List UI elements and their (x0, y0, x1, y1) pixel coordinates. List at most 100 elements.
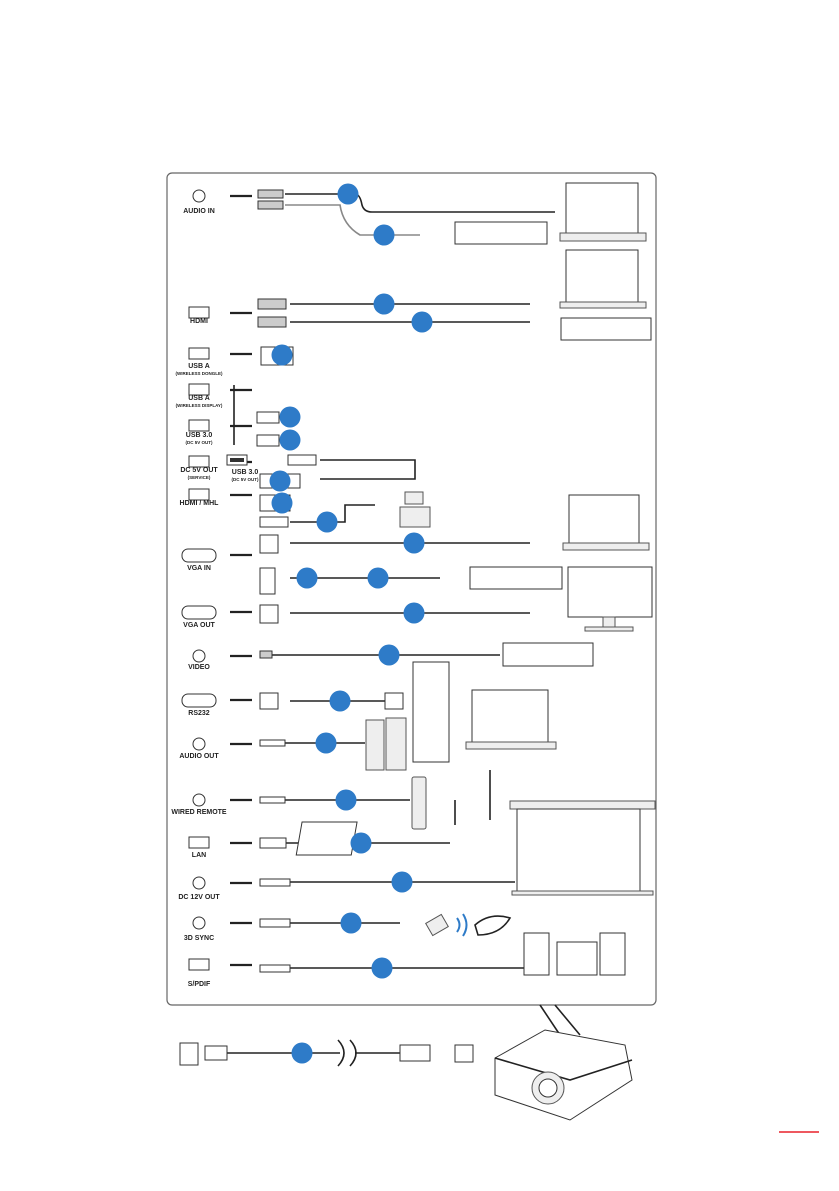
port-label: AUDIO IN (183, 208, 215, 215)
port-audio-in: AUDIO IN (183, 189, 252, 215)
port-label: LAN (192, 852, 206, 859)
cable-marker (269, 470, 291, 492)
mini-din-port-icon (192, 916, 206, 930)
port-vga-in: VGA IN (181, 548, 252, 572)
port-label: RS232 (188, 710, 210, 717)
dvd-player-2 (560, 317, 652, 341)
cable-marker (296, 567, 318, 589)
port-hdmi: HDMI (188, 306, 252, 325)
port-audio-out: AUDIO OUT (179, 737, 252, 760)
cable-marker (367, 567, 389, 589)
cable-marker (315, 732, 337, 754)
vga-port-icon (181, 548, 217, 563)
port-label: 3D SYNC (184, 935, 214, 942)
port-usb-3-0: USB 3.0(DC 5V OUT) (186, 419, 252, 445)
dc-jack-icon (192, 876, 206, 890)
port-usb-a: USB A(WIRELESS DONGLE) (176, 347, 252, 376)
port-sublabel: (DC 5V OUT) (186, 440, 214, 445)
laptop-4 (465, 689, 557, 750)
laptop-2 (559, 249, 647, 309)
cable-marker (371, 957, 393, 979)
cable-marker (340, 912, 362, 934)
laptop-1 (559, 182, 647, 242)
port-sublabel: (WIRELESS DISPLAY) (176, 403, 223, 408)
speakers (365, 717, 407, 771)
tablet (399, 491, 431, 528)
port-lan: LAN (188, 836, 252, 859)
port-label: S/PDIF (188, 981, 211, 988)
3d-emitter-glasses (425, 913, 512, 937)
laptop-3 (562, 494, 650, 551)
svg-text:USB 3.0: USB 3.0 (232, 469, 259, 476)
wall-outlet (179, 1042, 199, 1066)
port-3d-sync: 3D SYNC (184, 916, 252, 942)
cable-marker (411, 311, 433, 333)
vcr (502, 642, 594, 667)
port-label: USB A (188, 395, 210, 402)
hdmi-port-icon (188, 488, 210, 501)
cable-marker (279, 429, 301, 451)
projection-screen (509, 800, 656, 896)
port-sublabel: (SERVICE) (188, 475, 211, 480)
port-label: USB A (188, 363, 210, 370)
port-s-pdif: S/PDIF (188, 958, 252, 988)
usb-port-icon (188, 383, 210, 396)
cable-marker (291, 1042, 313, 1064)
cable-marker (271, 492, 293, 514)
port-video: VIDEO (188, 649, 252, 671)
cables (225, 189, 581, 1054)
cable-marker (350, 832, 372, 854)
port-label: VGA IN (187, 565, 211, 572)
svg-text:(DC 5V OUT): (DC 5V OUT) (232, 477, 260, 482)
port-label: VIDEO (188, 664, 210, 671)
cable-marker (403, 532, 425, 554)
port-usb-a: USB A(WIRELESS DISPLAY) (176, 383, 252, 408)
cable-marker (403, 602, 425, 624)
audio-jack-icon (192, 737, 206, 751)
port-label: USB 3.0 (186, 432, 213, 439)
port-wired-remote: WIRED REMOTE (171, 793, 252, 816)
port-sublabel: (WIRELESS DONGLE) (176, 371, 224, 376)
dvd-player-1 (454, 221, 548, 245)
port-label: VGA OUT (183, 622, 215, 629)
router (295, 800, 456, 856)
audio-jack-icon (192, 189, 206, 203)
usb-port-icon (188, 419, 210, 432)
vga-port-icon (181, 605, 217, 620)
diagram-frame (166, 172, 657, 1006)
monitor (567, 566, 653, 632)
cable-marker (373, 293, 395, 315)
usb-port-icon (188, 455, 210, 468)
rca-jack-icon (192, 649, 206, 663)
port-label: DC 5V OUT (180, 467, 218, 474)
hdmi-port-icon (188, 306, 210, 319)
port-label: AUDIO OUT (179, 753, 219, 760)
ethernet-port-icon (188, 836, 210, 849)
usb30-side-port: USB 3.0 (DC 5V OUT) (226, 454, 260, 482)
cable-marker (316, 511, 338, 533)
cable-marker (373, 224, 395, 246)
port-vga-out: VGA OUT (181, 605, 252, 629)
port-label: WIRED REMOTE (171, 809, 227, 816)
desktop-tower (412, 661, 450, 763)
projector (494, 1029, 633, 1121)
hifi-system (523, 932, 626, 976)
port-label: HDMI (190, 318, 208, 325)
optical-port-icon (188, 958, 210, 971)
cable-marker (378, 644, 400, 666)
cable-marker (335, 789, 357, 811)
dvd-player-3 (469, 566, 563, 590)
port-label: HDMI / MHL (180, 500, 220, 507)
cable-marker (271, 344, 293, 366)
remote-control (411, 776, 427, 830)
remote-jack-icon (192, 793, 206, 807)
port-label: DC 12V OUT (178, 894, 220, 901)
port-rs232: RS232 (181, 693, 252, 717)
power-plug (204, 1039, 474, 1067)
serial-port-icon (181, 693, 217, 708)
port-hdmi-mhl: HDMI / MHL (180, 488, 252, 507)
cable-marker (279, 406, 301, 428)
cable-marker (391, 871, 413, 893)
usb-port-icon (188, 347, 210, 360)
